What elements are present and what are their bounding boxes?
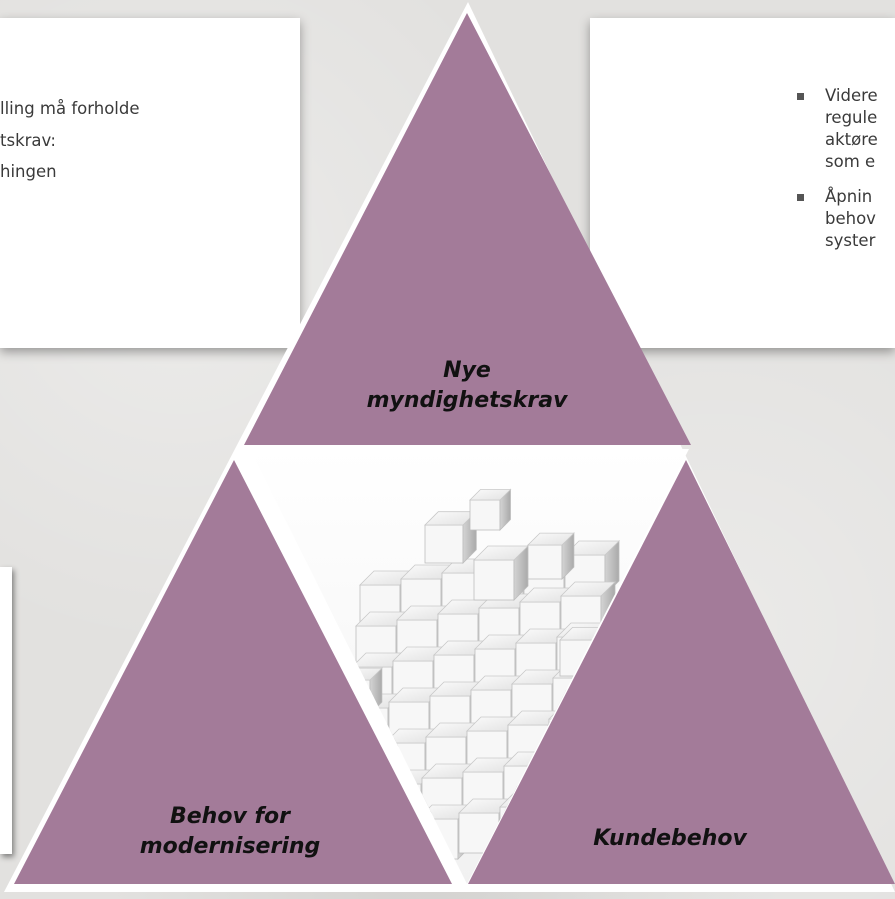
right-text-panel bbox=[590, 18, 895, 348]
right-bullet-list: Videre regule aktøre som e Åpnin behov s… bbox=[797, 85, 895, 265]
left-text-panel bbox=[0, 18, 300, 348]
right-triangle bbox=[468, 460, 895, 884]
top-triangle-label: Nye myndighetskrav bbox=[366, 358, 568, 413]
top-triangle bbox=[244, 13, 691, 445]
bullet-square-icon bbox=[797, 194, 804, 201]
left-triangle-label: Behov for modernisering bbox=[139, 804, 321, 859]
bullet-item: Videre regule aktøre som e bbox=[797, 85, 895, 173]
left-panel-line-2: tskrav: bbox=[0, 131, 56, 150]
cube-shape bbox=[469, 488, 512, 531]
left-panel-line-3: hingen bbox=[0, 162, 57, 181]
bullet-item: Åpnin behov syster bbox=[797, 186, 895, 252]
cube-shape bbox=[473, 545, 529, 601]
right-triangle-label: Kundebehov bbox=[593, 826, 747, 851]
bottom-left-panel-edge bbox=[0, 567, 12, 854]
cube-shape bbox=[424, 510, 478, 564]
bullet-square-icon bbox=[797, 93, 804, 100]
left-panel-line-1: lling må forholde bbox=[0, 99, 140, 118]
left-triangle bbox=[14, 460, 452, 884]
cube-shape bbox=[527, 532, 575, 580]
